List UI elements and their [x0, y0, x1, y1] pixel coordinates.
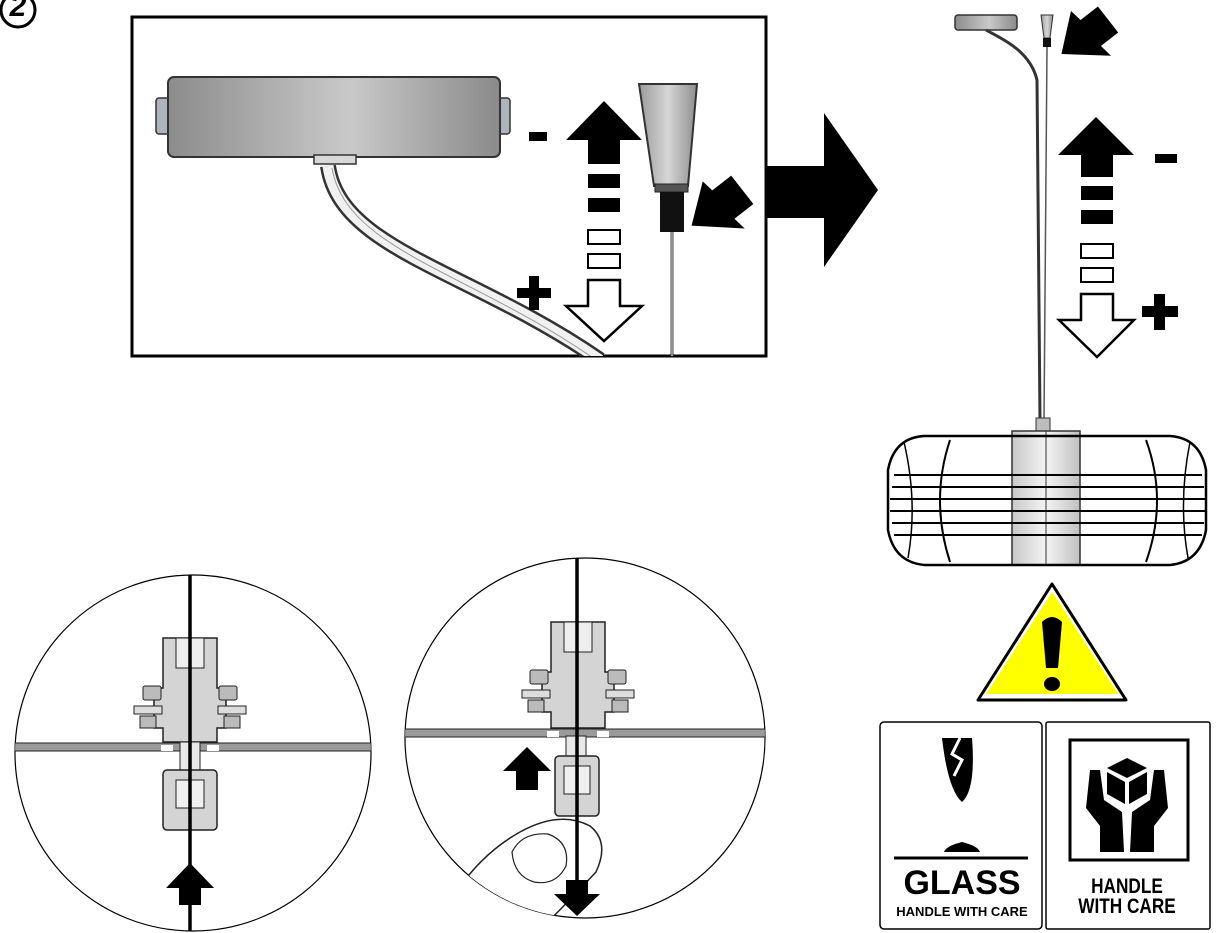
- lamp-pointer-arrow: [1061, 6, 1119, 56]
- pull-up-arrow-icon: [503, 747, 551, 790]
- lamp-plus-sign: [1142, 294, 1178, 330]
- step-number: 2: [9, 0, 27, 23]
- lamp-minus-sign: [1155, 154, 1177, 163]
- arrow-up-icon: [566, 101, 642, 269]
- step-number-circle: [0, 0, 37, 29]
- handle-label-line1: HANDLE: [1091, 875, 1163, 898]
- lamp-arrow-down-icon: [1055, 292, 1138, 359]
- pointer-arrow: [691, 175, 754, 229]
- hands-with-box-icon: [1086, 758, 1168, 852]
- minus-sign: [529, 132, 547, 141]
- push-up-arrow-icon: [166, 863, 214, 905]
- handle-with-care-label: [1045, 721, 1211, 930]
- big-right-arrow: [766, 113, 878, 267]
- connector-detail-pull: [404, 557, 766, 919]
- detail-panel: [130, 15, 768, 358]
- lamp-arrow-up-icon: [1058, 117, 1134, 283]
- broken-glass-icon: [942, 737, 980, 852]
- warning-triangle-icon: [976, 582, 1128, 702]
- lamp-shade: [886, 430, 1208, 567]
- handle-label-line2: WITH CARE: [1078, 895, 1176, 918]
- pull-down-arrow-icon: [554, 880, 600, 916]
- connector-detail-push: [14, 574, 372, 932]
- cable-gripper: [637, 83, 699, 356]
- arrow-down-icon: [562, 278, 646, 343]
- lamp: [886, 6, 1208, 567]
- plus-sign: [517, 276, 551, 310]
- glass-label-title: GLASS: [903, 864, 1021, 902]
- glass-label-subtitle: HANDLE WITH CARE: [896, 904, 1028, 919]
- canopy: [155, 76, 511, 165]
- glass-label: [879, 721, 1043, 930]
